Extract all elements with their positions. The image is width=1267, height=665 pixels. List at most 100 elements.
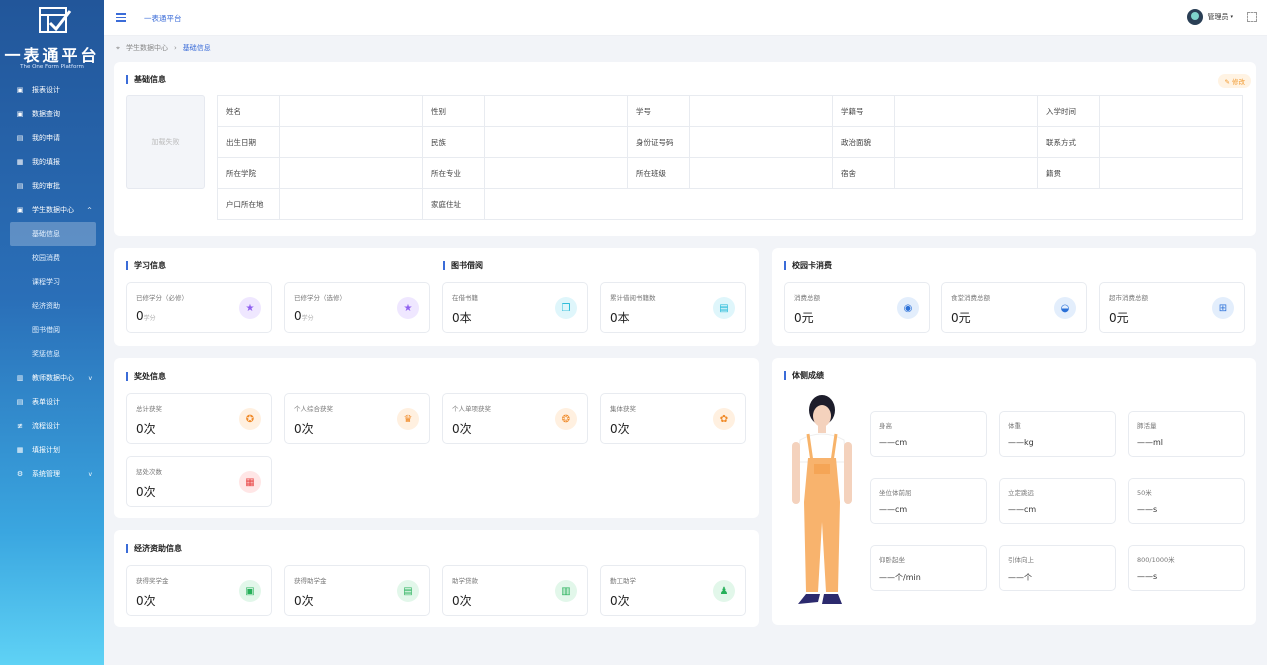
brand-name: 一表通平台 <box>4 46 100 65</box>
label-enroll-id: 学籍号 <box>832 95 895 127</box>
label-major: 所在专业 <box>422 157 485 189</box>
basket-icon: ⊞ <box>1212 297 1234 319</box>
top-header: 一表通平台 管理员 ▾ <box>104 0 1267 36</box>
wallet-icon: ▣ <box>239 580 261 602</box>
fullscreen-icon[interactable] <box>1247 12 1257 22</box>
pe-long-jump: 立定跳远 ——cm <box>999 478 1116 524</box>
student-figure-illustration <box>792 395 852 604</box>
value-gender <box>484 95 628 127</box>
breadcrumb-parent[interactable]: 学生数据中心 <box>125 44 168 52</box>
stat-group-awards: 集体获奖 0次 ✿ <box>600 393 746 444</box>
chevron-up-icon: ^ <box>86 206 92 214</box>
edit-button[interactable]: ✎ 修改 <box>1218 74 1251 88</box>
value-college <box>279 157 423 189</box>
pe-height: 身高 ——cm <box>870 411 987 457</box>
basic-info-title: 基础信息 <box>126 74 166 85</box>
value-household <box>279 188 423 220</box>
stat-loan: 助学贷款 0次 ▥ <box>442 565 588 616</box>
menu-toggle-icon[interactable] <box>116 13 126 22</box>
submenu-course[interactable]: 课程学习 <box>32 278 60 286</box>
label-ethnicity: 民族 <box>422 126 485 158</box>
menu-item-fill-plan[interactable]: ▦填报计划 <box>16 446 60 454</box>
document-warning-icon: ▦ <box>239 471 261 493</box>
label-hometown: 籍贯 <box>1037 157 1100 189</box>
chevron-down-icon: ▾ <box>1230 14 1233 20</box>
label-contact: 联系方式 <box>1037 126 1100 158</box>
label-college: 所在学院 <box>217 157 280 189</box>
brand-subtitle: The One Form Platform <box>20 64 84 70</box>
label-birthday: 出生日期 <box>217 126 280 158</box>
label-household: 户口所在地 <box>217 188 280 220</box>
menu-item-my-approve[interactable]: ▤我的审批 <box>16 182 60 190</box>
awards-title: 奖处信息 <box>126 371 166 382</box>
pe-pullups: 引体向上 ——个 <box>999 545 1116 591</box>
stat-personal-single: 个人单项获奖 0次 ❂ <box>442 393 588 444</box>
stat-work-study: 勤工助学 0次 ♟ <box>600 565 746 616</box>
menu-item-student-data[interactable]: ▣学生数据中心^ <box>16 206 92 214</box>
menu-item-flow-design[interactable]: ≢流程设计 <box>17 422 60 430</box>
label-dorm: 宿舍 <box>832 157 895 189</box>
menu-item-my-fill[interactable]: ▦我的填报 <box>16 158 60 166</box>
study-title: 学习信息 <box>126 260 166 271</box>
menu-item-data-query[interactable]: ▣数据查询 <box>16 110 60 118</box>
pe-sit-reach: 坐位体前屈 ——cm <box>870 478 987 524</box>
approve-icon: ▤ <box>16 182 24 190</box>
submenu-basic-info[interactable]: 基础信息 <box>10 222 96 246</box>
trophy-icon: ♛ <box>397 408 419 430</box>
coins-icon: ◉ <box>897 297 919 319</box>
stat-total-borrowed: 累计借阅书籍数 0本 ▤ <box>600 282 746 333</box>
star-icon: ★ <box>397 297 419 319</box>
clipboard-icon: ▥ <box>555 580 577 602</box>
submenu-library[interactable]: 图书借阅 <box>32 326 60 334</box>
submenu-awards[interactable]: 奖惩信息 <box>32 350 60 358</box>
value-birthday <box>279 126 423 158</box>
submenu-campus-consume[interactable]: 校园消费 <box>32 254 60 262</box>
stat-market-consume: 超市消费总额 0元 ⊞ <box>1099 282 1245 333</box>
submenu-aid[interactable]: 经济资助 <box>32 302 60 310</box>
value-enroll-date <box>1099 95 1243 127</box>
label-class: 所在班级 <box>627 157 690 189</box>
book-icon: ▤ <box>713 297 735 319</box>
pe-weight: 体重 ——kg <box>999 411 1116 457</box>
menu-item-form-design[interactable]: ▤表单设计 <box>16 398 60 406</box>
avatar <box>1187 9 1204 25</box>
edit-icon: ✎ <box>1224 78 1230 86</box>
table-row: 户口所在地 家庭住址 <box>217 188 1243 220</box>
stat-elective-credits: 已修学分（选修） 0学分 ★ <box>284 282 430 333</box>
header-title[interactable]: 一表通平台 <box>144 14 182 23</box>
menu-item-my-apply[interactable]: ▤我的申请 <box>16 134 60 142</box>
value-political <box>894 126 1038 158</box>
stat-canteen-consume: 食堂消费总额 0元 ◒ <box>941 282 1087 333</box>
basic-info-table: 姓名 性别 学号 学籍号 入学时间 出生日期 民族 身份证号码 政治面貌 联系方… <box>217 95 1243 220</box>
aid-title: 经济资助信息 <box>126 543 182 554</box>
value-id-card <box>689 126 833 158</box>
value-hometown <box>1099 157 1243 189</box>
user-name: 管理员 <box>1207 13 1229 21</box>
plan-icon: ▦ <box>16 446 24 454</box>
table-row: 所在学院 所在专业 所在班级 宿舍 籍贯 <box>217 157 1243 189</box>
pe-50m: 50米 ——s <box>1128 478 1245 524</box>
stat-total-awards: 总计获奖 0次 ✪ <box>126 393 272 444</box>
stat-required-credits: 已修学分（必修） 0学分 ★ <box>126 282 272 333</box>
student-photo: 加载失败 <box>126 95 205 189</box>
stat-borrowing-books: 在借书籍 0本 ❒ <box>442 282 588 333</box>
campus-card-title: 校园卡消费 <box>784 260 832 271</box>
user-menu[interactable]: 管理员 ▾ <box>1187 9 1233 25</box>
menu-item-report-design[interactable]: ▣报表设计 <box>16 86 60 94</box>
value-address <box>484 188 1243 220</box>
chevron-down-icon: v <box>88 470 92 478</box>
value-name <box>279 95 423 127</box>
stat-scholarship: 获得奖学金 0次 ▣ <box>126 565 272 616</box>
table-row: 姓名 性别 学号 学籍号 入学时间 <box>217 95 1243 127</box>
value-ethnicity <box>484 126 628 158</box>
label-political: 政治面貌 <box>832 126 895 158</box>
stat-total-consume: 消费总额 0元 ◉ <box>784 282 930 333</box>
logo-icon <box>39 7 72 33</box>
label-gender: 性别 <box>422 95 485 127</box>
stat-personal-overall: 个人综合获奖 0次 ♛ <box>284 393 430 444</box>
label-enroll-date: 入学时间 <box>1037 95 1100 127</box>
bowl-icon: ◒ <box>1054 297 1076 319</box>
label-name: 姓名 <box>217 95 280 127</box>
